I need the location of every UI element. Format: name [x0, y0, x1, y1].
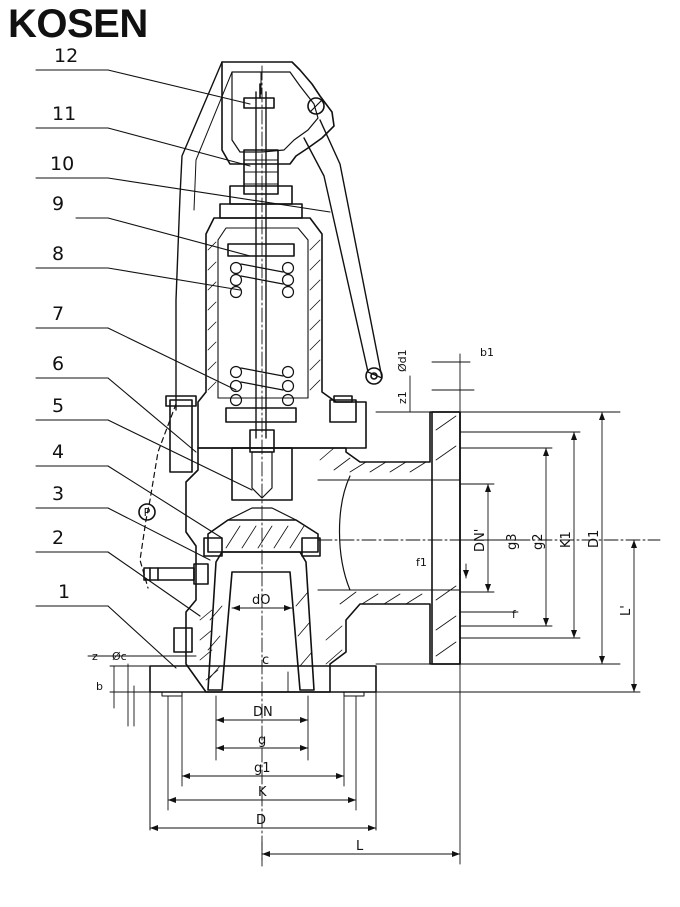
- dim-label-l1: L': [619, 605, 634, 616]
- body-outline: [186, 412, 460, 692]
- outlet-flange: [432, 412, 460, 664]
- seal-wire: [140, 404, 176, 588]
- bolt-right: [330, 400, 356, 422]
- lever-pivot: [308, 98, 324, 114]
- dim-label-dn1: DN': [473, 529, 488, 552]
- side-screw: [144, 568, 194, 580]
- part-label-11: 11: [52, 103, 76, 125]
- part-label-1: 1: [58, 581, 70, 603]
- nozzle: [208, 552, 314, 690]
- bonnet-inner: [218, 228, 308, 398]
- dim-label-c: c: [262, 653, 269, 668]
- bolt-left: [170, 400, 192, 472]
- svg-text:P: P: [144, 506, 151, 519]
- part-label-8: 8: [52, 243, 64, 265]
- dim-label-d: D: [256, 813, 266, 828]
- dim-label-b1: b1: [480, 346, 494, 359]
- part-label-12: 12: [54, 45, 78, 67]
- upper-spring-plate: [228, 244, 294, 256]
- seal: [139, 504, 155, 520]
- dim-label-dn: DN: [253, 705, 273, 720]
- dim-label-g1: g1: [254, 761, 271, 776]
- hood-left: [176, 62, 222, 410]
- dim-label-dc: Øc: [112, 650, 127, 663]
- dimension-lines: [88, 354, 640, 866]
- dim-label-z: z: [92, 650, 98, 663]
- dim-label-g2: g2: [531, 533, 546, 550]
- dim-label-g3: g3: [505, 533, 520, 550]
- dim-label-l: L: [356, 839, 364, 854]
- seat-ring: [204, 538, 222, 556]
- dim-label-f1: f1: [416, 556, 427, 569]
- kosen-logo: KOSEN: [8, 2, 148, 46]
- part-label-4: 4: [52, 441, 64, 463]
- part-label-9: 9: [52, 193, 64, 215]
- dim-label-d1-flange: D1: [587, 530, 602, 548]
- part-label-6: 6: [52, 353, 64, 375]
- lever-eye: [366, 368, 382, 384]
- cap-inner: [232, 72, 318, 152]
- lever: [304, 120, 382, 378]
- dim-label-z1: z1: [396, 391, 409, 404]
- drain-plug: [174, 628, 192, 652]
- bonnet: [198, 218, 366, 448]
- part-label-2: 2: [52, 527, 64, 549]
- dim-label-g: g: [258, 733, 266, 748]
- part-label-10: 10: [50, 153, 74, 175]
- inlet-flange: [150, 666, 376, 692]
- dim-label-d1: Ød1: [396, 349, 409, 372]
- lower-spring-plate: [226, 408, 296, 422]
- dim-label-k1: K1: [559, 531, 574, 548]
- dim-label-f: f: [512, 608, 517, 621]
- dim-label-k: K: [258, 785, 267, 800]
- part-label-5: 5: [52, 395, 64, 417]
- top-nut: [244, 98, 274, 108]
- part-label-3: 3: [52, 483, 64, 505]
- outlet-bore: [318, 480, 460, 590]
- dim-label-do: dO: [252, 593, 270, 608]
- part-leaders: [36, 70, 330, 668]
- dimension-labels: DN g g1 K D L dO c z Øc b b1 Ød1 z1 DN' …: [92, 346, 634, 854]
- cap-outline: [222, 62, 334, 164]
- part-label-7: 7: [52, 303, 64, 325]
- part-number-labels: 12 11 10 9 8 7 6 5 4 3 2 1: [50, 45, 78, 603]
- dim-label-b: b: [96, 680, 103, 693]
